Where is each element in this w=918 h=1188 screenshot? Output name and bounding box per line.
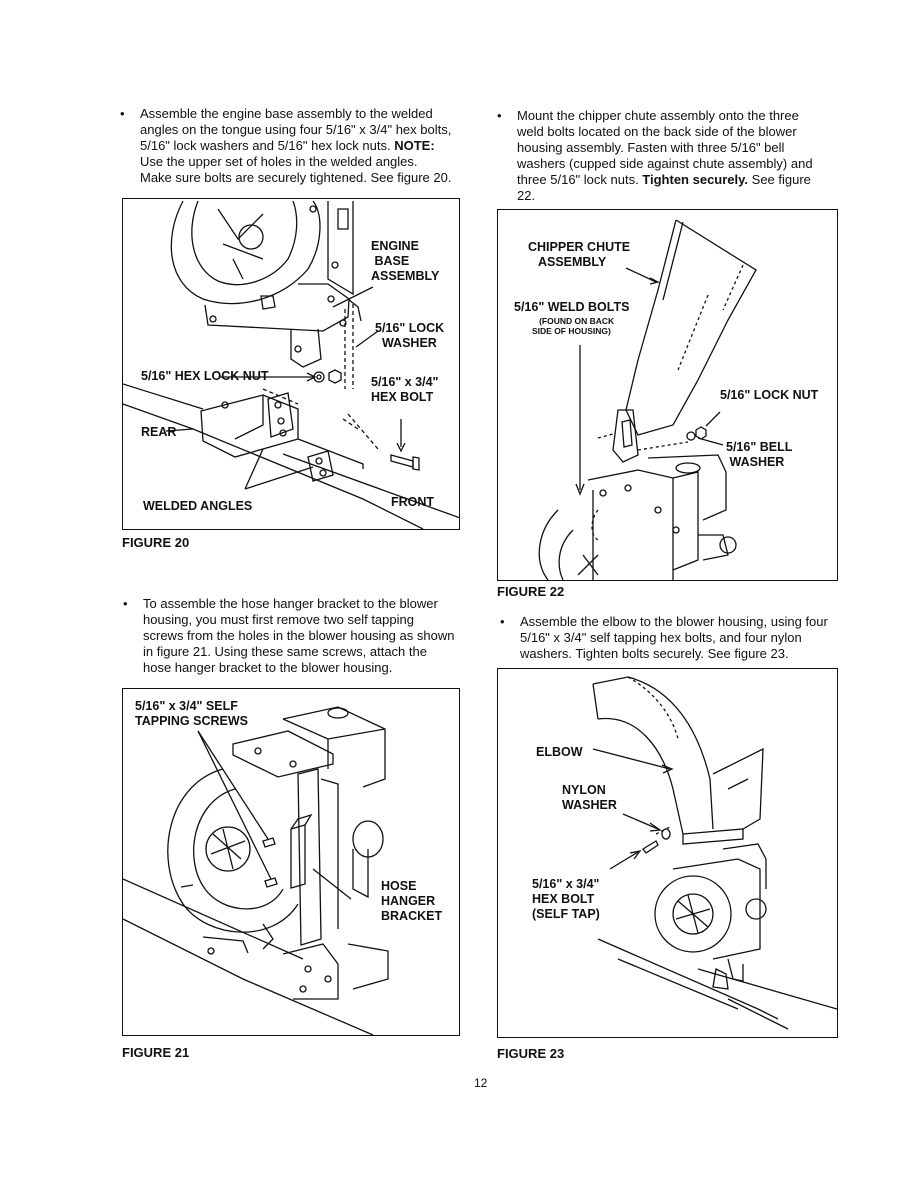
figure-20-drawing (123, 200, 459, 529)
paragraph-hose-hanger: • To assemble the hose hanger bracket to… (123, 596, 473, 676)
text-line: Make sure bolts are securely tightened. … (140, 170, 452, 185)
text-line: housing assembly. Fasten with three 5/16… (517, 140, 785, 155)
text-line: hose hanger bracket to the blower housin… (143, 660, 393, 675)
callout-nylon-washer: NYLON WASHER (562, 783, 617, 812)
text-line: Use the upper set of holes in the welded… (140, 154, 418, 169)
text-line: screws from the holes in the blower hous… (143, 628, 455, 643)
callout-tapping-screws: 5/16" x 3/4" SELF TAPPING SCREWS (135, 699, 248, 728)
text-line: washers. Tighten bolts securely. See fig… (520, 646, 789, 661)
text-line: Assemble the engine base assembly to the… (140, 106, 433, 121)
callout-bell-washer: 5/16" BELL WASHER (726, 440, 793, 469)
callout-hex-bolt-self-tap: 5/16" x 3/4" HEX BOLT (SELF TAP) (532, 877, 600, 921)
callout-weld-bolts: 5/16" WELD BOLTS (514, 300, 630, 314)
text-line: To assemble the hose hanger bracket to t… (143, 596, 438, 611)
figure-22-caption: FIGURE 22 (497, 584, 565, 599)
emphasis: Tighten securely. (642, 172, 749, 187)
text-line: angles on the tongue using four 5/16" x … (140, 122, 452, 137)
callout-engine-base: ENGINE BASE ASSEMBLY (371, 239, 440, 283)
paragraph-engine-base: • Assemble the engine base assembly to t… (120, 106, 470, 186)
text-line: 5/16" lock washers and 5/16" hex lock nu… (140, 138, 395, 153)
page-number: 12 (474, 1076, 488, 1090)
figure-20-caption: FIGURE 20 (122, 535, 190, 550)
paragraph-chipper-chute: • Mount the chipper chute assembly onto … (497, 108, 847, 204)
figure-22: CHIPPER CHUTE ASSEMBLY 5/16" WELD BOLTS … (497, 209, 838, 581)
figure-21: 5/16" x 3/4" SELF TAPPING SCREWS HOSE HA… (122, 688, 460, 1036)
text-line: in figure 21. Using these same screws, a… (143, 644, 427, 659)
figure-22-drawing (538, 219, 757, 580)
callout-chipper-chute: CHIPPER CHUTE ASSEMBLY (528, 240, 631, 269)
text-line: 22. (517, 188, 536, 203)
figure-21-caption: FIGURE 21 (122, 1045, 190, 1060)
text-line: Assemble the elbow to the blower housing… (520, 614, 828, 629)
text-line: See figure (748, 172, 811, 187)
figure-20: ENGINE BASE ASSEMBLY 5/16" LOCK WASHER 5… (122, 198, 460, 530)
callout-lock-nut: 5/16" LOCK NUT (720, 388, 819, 402)
paragraph-elbow: • Assemble the elbow to the blower housi… (500, 614, 850, 662)
text-line: weld bolts located on the back side of t… (517, 124, 797, 139)
bullet: • (123, 596, 128, 611)
figure-23: ELBOW NYLON WASHER 5/16" x 3/4" HEX BOLT… (497, 668, 838, 1038)
callout-rear: REAR (141, 425, 177, 439)
bullet: • (497, 108, 502, 123)
figure-21-drawing (123, 706, 389, 1035)
callout-weld-bolts-note: (FOUND ON BACK SIDE OF HOUSING) (532, 316, 615, 336)
callout-hex-lock-nut: 5/16" HEX LOCK NUT (141, 369, 269, 383)
bullet: • (120, 106, 125, 121)
callout-hose-hanger: HOSE HANGER BRACKET (381, 879, 443, 923)
text-line: housing, you must first remove two self … (143, 612, 414, 627)
text-line: three 5/16" lock nuts. (517, 172, 643, 187)
bullet: • (500, 614, 505, 629)
callout-welded-angles: WELDED ANGLES (143, 499, 253, 513)
callout-lock-washer: 5/16" LOCK WASHER (375, 321, 445, 350)
callout-elbow: ELBOW (536, 745, 583, 759)
callout-hex-bolt: 5/16" x 3/4" HEX BOLT (371, 375, 439, 404)
callout-front: FRONT (391, 495, 435, 509)
note-label: NOTE: (394, 138, 435, 153)
text-line: washers (cupped side against chute assem… (517, 156, 813, 171)
figure-23-drawing (592, 676, 837, 1030)
text-line: Mount the chipper chute assembly onto th… (517, 108, 799, 123)
figure-23-caption: FIGURE 23 (497, 1046, 565, 1061)
text-line: 5/16" x 3/4" self tapping hex bolts, and… (520, 630, 802, 645)
